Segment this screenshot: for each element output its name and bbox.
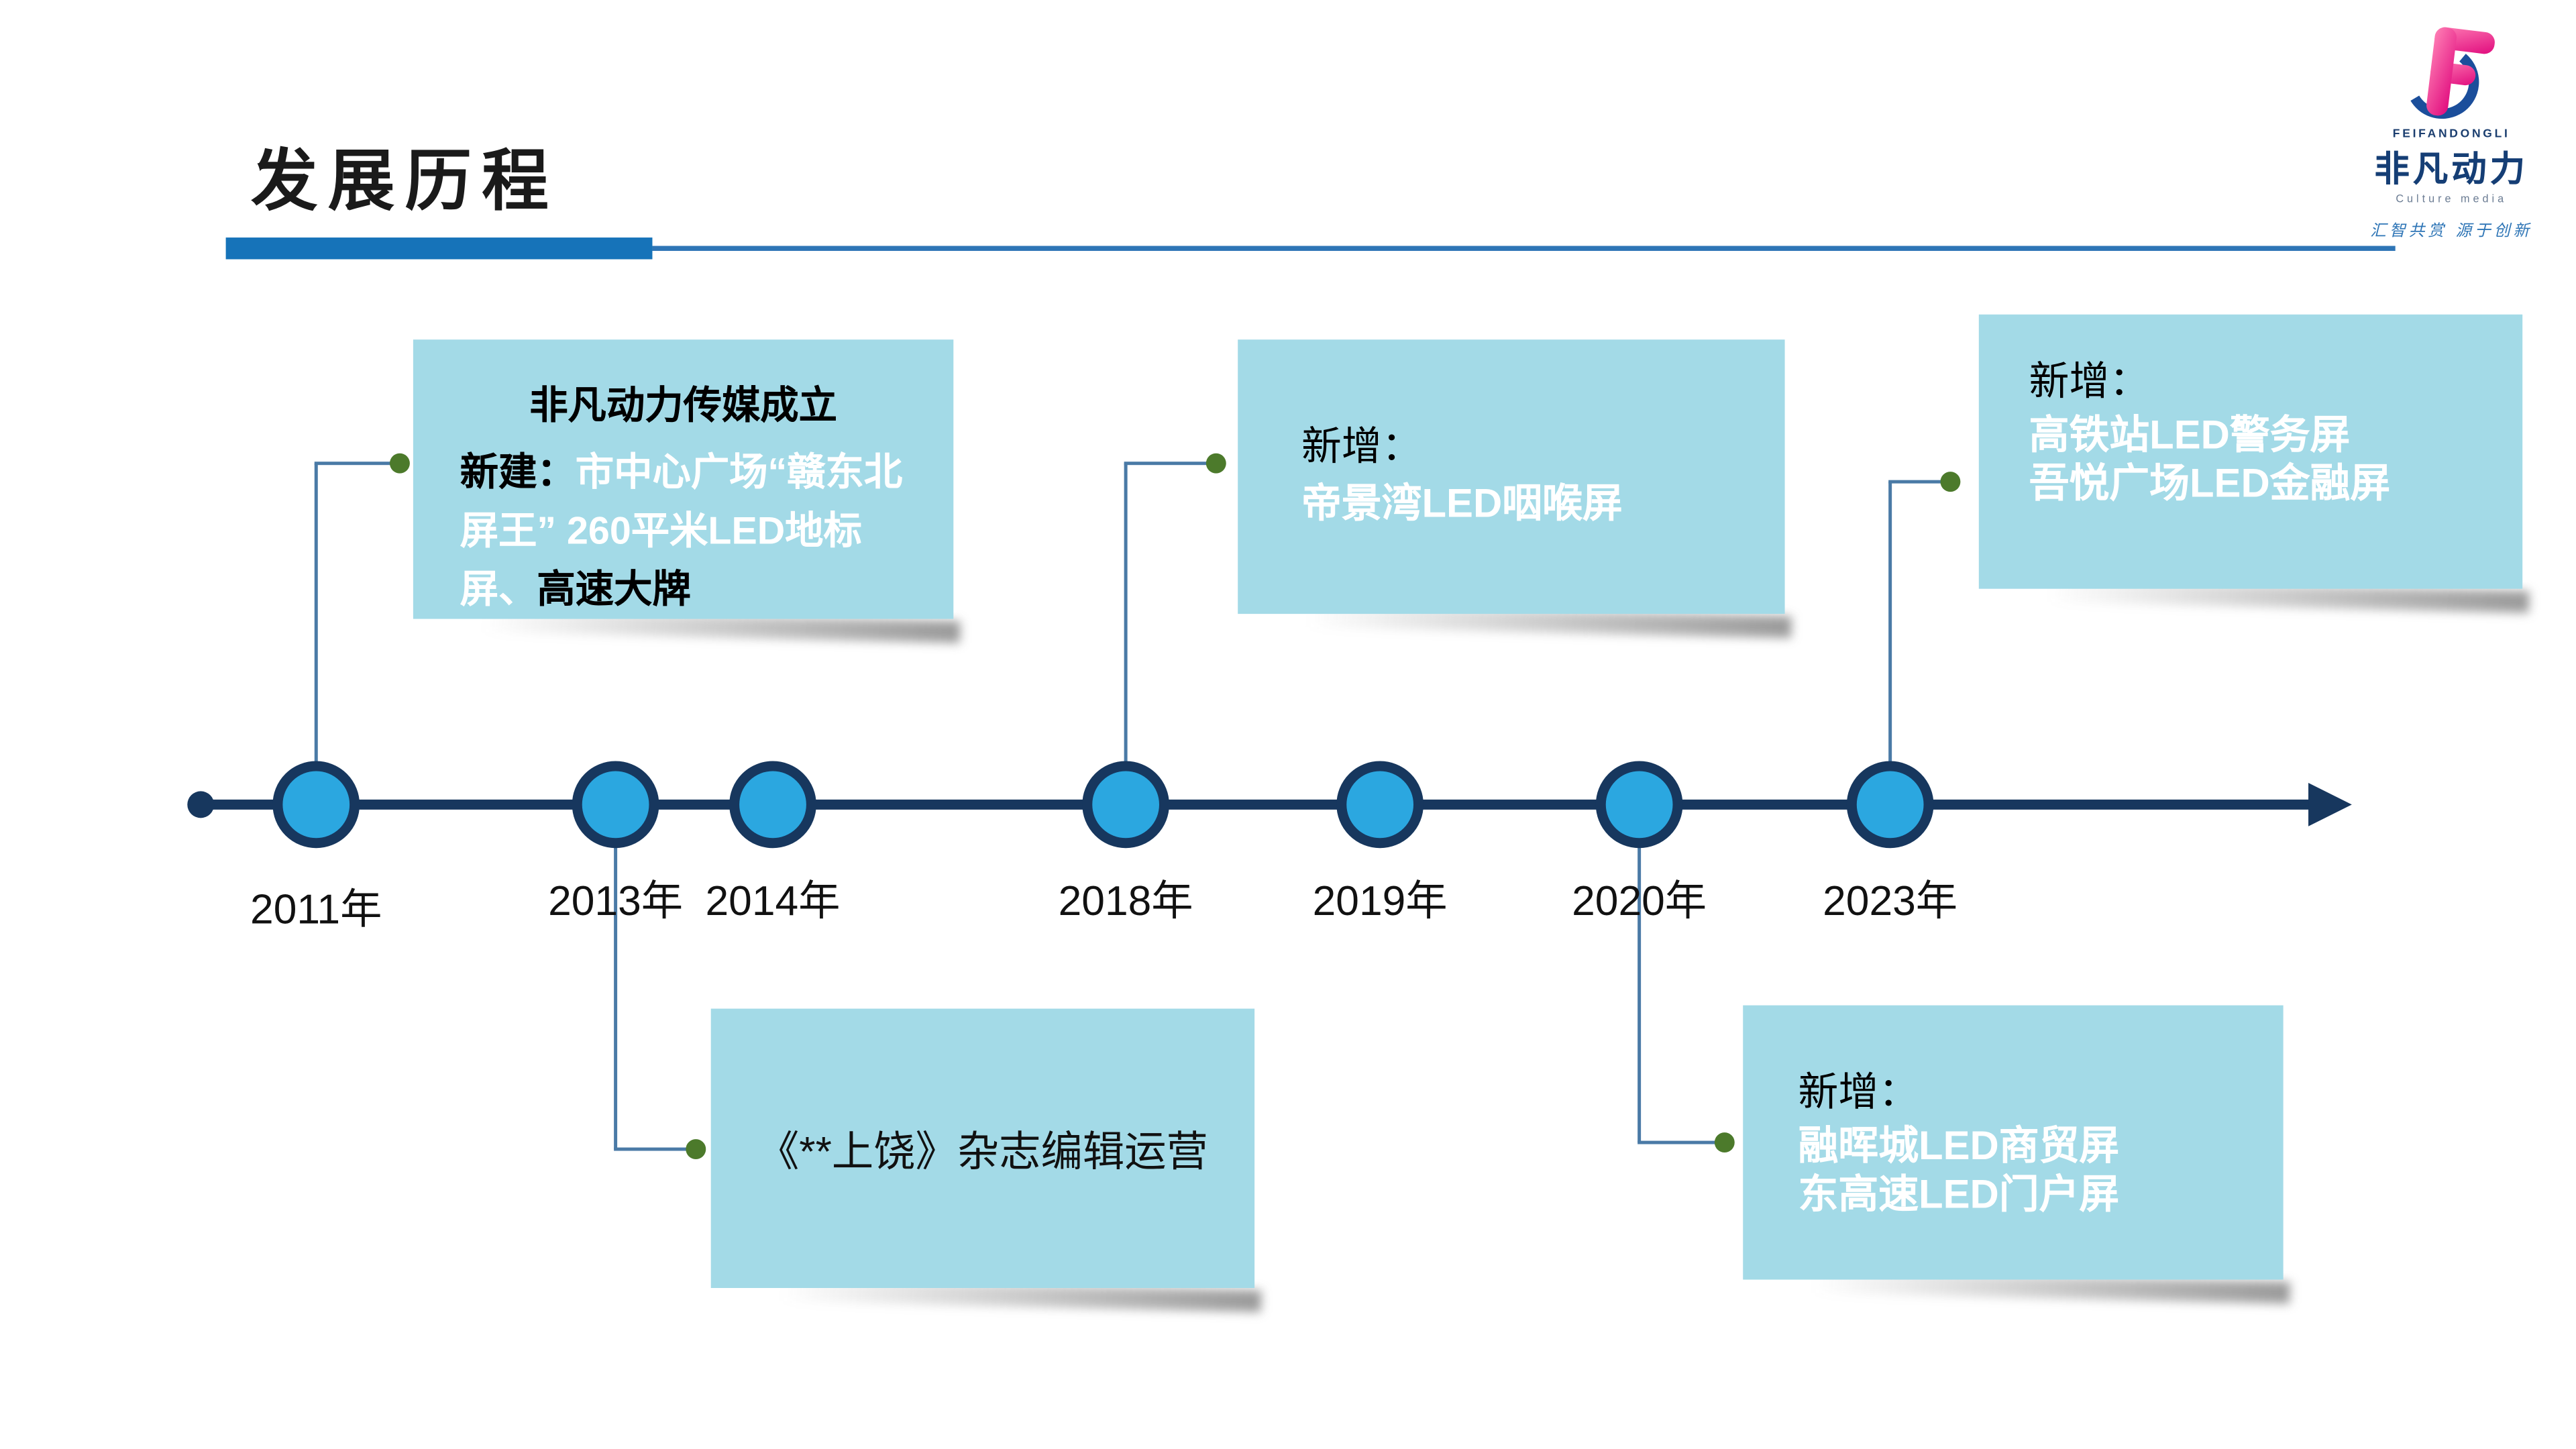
logo-tagline: Culture media (2396, 194, 2508, 206)
page-title: 发展历程 (251, 145, 559, 219)
year-label-2019: 2019年 (1312, 878, 1448, 925)
callout-2013: 《**上饶》杂志编辑运营 (710, 1008, 1255, 1288)
year-label-2011: 2011年 (250, 886, 382, 934)
callout-2018-label: 新增： (1301, 425, 1422, 470)
connector-2018-horizontal (1124, 462, 1208, 466)
connector-2013-horizontal (614, 1147, 688, 1151)
callout-2011-highlight: 市中心广场“赣东北屏王” 260平米LED地标屏、 (460, 449, 903, 611)
timeline-node-2019 (1336, 761, 1424, 849)
year-label-2014: 2014年 (705, 878, 841, 925)
connector-2013-vertical (614, 845, 618, 1150)
callout-2018-line1: 帝景湾LED咽喉屏 (1301, 482, 1623, 527)
connector-2018-vertical (1124, 463, 1128, 765)
connector-2023-vertical (1888, 482, 1892, 765)
title-underline (652, 246, 2396, 252)
connector-2011-dot (389, 453, 410, 474)
logo-brand-cn: 非凡动力 (2374, 150, 2528, 189)
logo-slogan: 汇智共赏 源于创新 (2370, 222, 2533, 241)
timeline-node-2013 (572, 761, 659, 849)
year-label-2013: 2013年 (548, 878, 684, 925)
logo-brand-en: FEIFANDONGLI (2392, 128, 2510, 141)
timeline-node-2014 (729, 761, 816, 849)
year-label-2023: 2023年 (1823, 878, 1958, 925)
callout-2023: 新增： 高铁站LED警务屏 吾悦广场LED金融屏 (1978, 314, 2523, 589)
callout-2018: 新增： 帝景湾LED咽喉屏 (1238, 339, 1785, 614)
connector-2023-dot (1940, 472, 1961, 492)
timeline-node-2018 (1082, 761, 1169, 849)
connector-2020-vertical (1638, 845, 1642, 1143)
callout-2020-label: 新增： (1798, 1070, 1919, 1116)
title-underline-accent (225, 237, 653, 260)
year-label-2020: 2020年 (1572, 878, 1707, 925)
timeline-axis (197, 799, 2316, 810)
callout-2011: 非凡动力传媒成立 新建：市中心广场“赣东北屏王” 260平米LED地标屏、高速大… (413, 339, 954, 619)
logo-f-icon (2404, 27, 2494, 119)
connector-2020-dot (1714, 1132, 1735, 1153)
callout-2011-tail: 高速大牌 (537, 567, 691, 611)
callout-2020-line2: 东高速LED门户屏 (1798, 1172, 2120, 1218)
logo: FEIFANDONGLI 非凡动力 Culture media 汇智共赏 源于创… (2355, 23, 2548, 241)
callout-2023-line2: 吾悦广场LED金融屏 (2029, 462, 2391, 507)
callout-2011-heading: 非凡动力传媒成立 (529, 383, 837, 427)
timeline-node-2011 (272, 761, 360, 849)
connector-2018-dot (1205, 453, 1226, 474)
callout-2013-text: 《**上饶》杂志编辑运营 (757, 1128, 1208, 1175)
connector-2013-dot (686, 1139, 706, 1159)
timeline-arrowhead-icon (2308, 782, 2352, 826)
year-label-2018: 2018年 (1058, 878, 1193, 925)
callout-2020-line1: 融晖城LED商贸屏 (1798, 1124, 2120, 1169)
connector-2011-vertical (314, 463, 318, 765)
callout-2011-body: 新建：市中心广场“赣东北屏王” 260平米LED地标屏、高速大牌 (413, 443, 953, 619)
connector-2023-horizontal (1888, 480, 1944, 484)
callout-2020: 新增： 融晖城LED商贸屏 东高速LED门户屏 (1743, 1005, 2284, 1280)
callout-2023-label: 新增： (2029, 360, 2150, 405)
timeline-node-2020 (1595, 761, 1683, 849)
timeline-node-2023 (1846, 761, 1934, 849)
callout-2011-label: 新建： (460, 449, 576, 494)
connector-2011-horizontal (314, 462, 392, 466)
connector-2020-horizontal (1638, 1140, 1717, 1144)
timeline-start-dot (187, 791, 215, 818)
callout-2023-line1: 高铁站LED警务屏 (2029, 413, 2351, 459)
